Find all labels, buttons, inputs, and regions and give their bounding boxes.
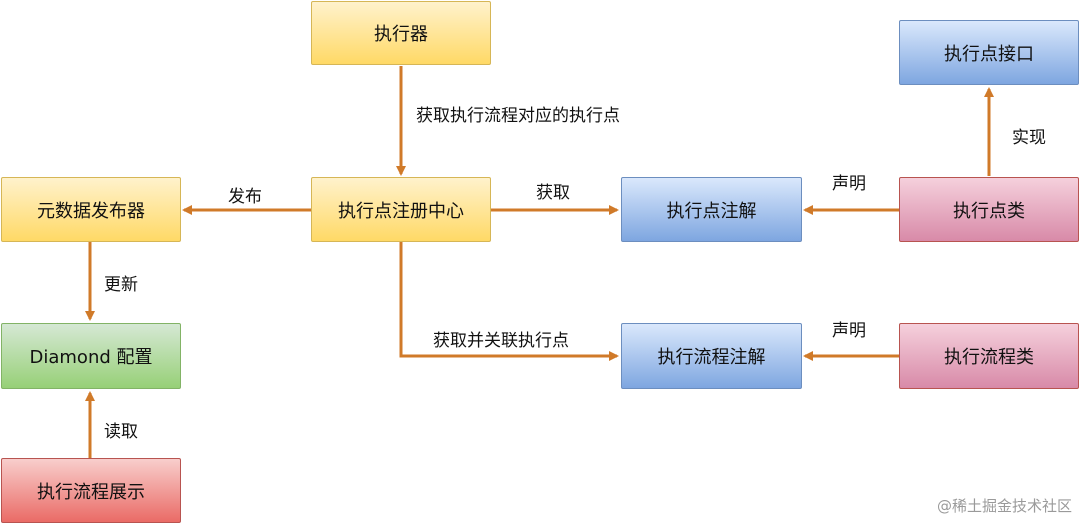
edge-label-publish: 发布: [228, 187, 262, 207]
edge-registry-to-flow-annotation: [399, 242, 619, 361]
flow-display-node[interactable]: 执行流程展示: [1, 458, 181, 523]
flow-annotation-node[interactable]: 执行流程注解: [621, 323, 802, 389]
metadata-publisher-node[interactable]: 元数据发布器: [1, 177, 181, 242]
flow-class-node[interactable]: 执行流程类: [899, 323, 1079, 389]
watermark: @稀土掘金技术社区: [936, 497, 1072, 515]
executor-node[interactable]: 执行器: [311, 1, 491, 65]
diamond-config-node[interactable]: Diamond 配置: [1, 323, 181, 389]
edge-label-declare-point: 声明: [832, 174, 866, 194]
edge-label-update: 更新: [104, 275, 138, 295]
edge-label-get-and-link: 获取并关联执行点: [433, 331, 569, 351]
point-class-node[interactable]: 执行点类: [899, 177, 1079, 242]
edge-label-get-flow-points: 获取执行流程对应的执行点: [416, 106, 620, 126]
edge-label-implement: 实现: [1012, 128, 1046, 148]
point-interface-node[interactable]: 执行点接口: [899, 20, 1079, 85]
edge-label-get: 获取: [536, 183, 570, 203]
edge-label-read: 读取: [104, 422, 138, 442]
edge-label-declare-flow: 声明: [832, 321, 866, 341]
registry-node[interactable]: 执行点注册中心: [311, 177, 491, 242]
point-annotation-node[interactable]: 执行点注解: [621, 177, 802, 242]
